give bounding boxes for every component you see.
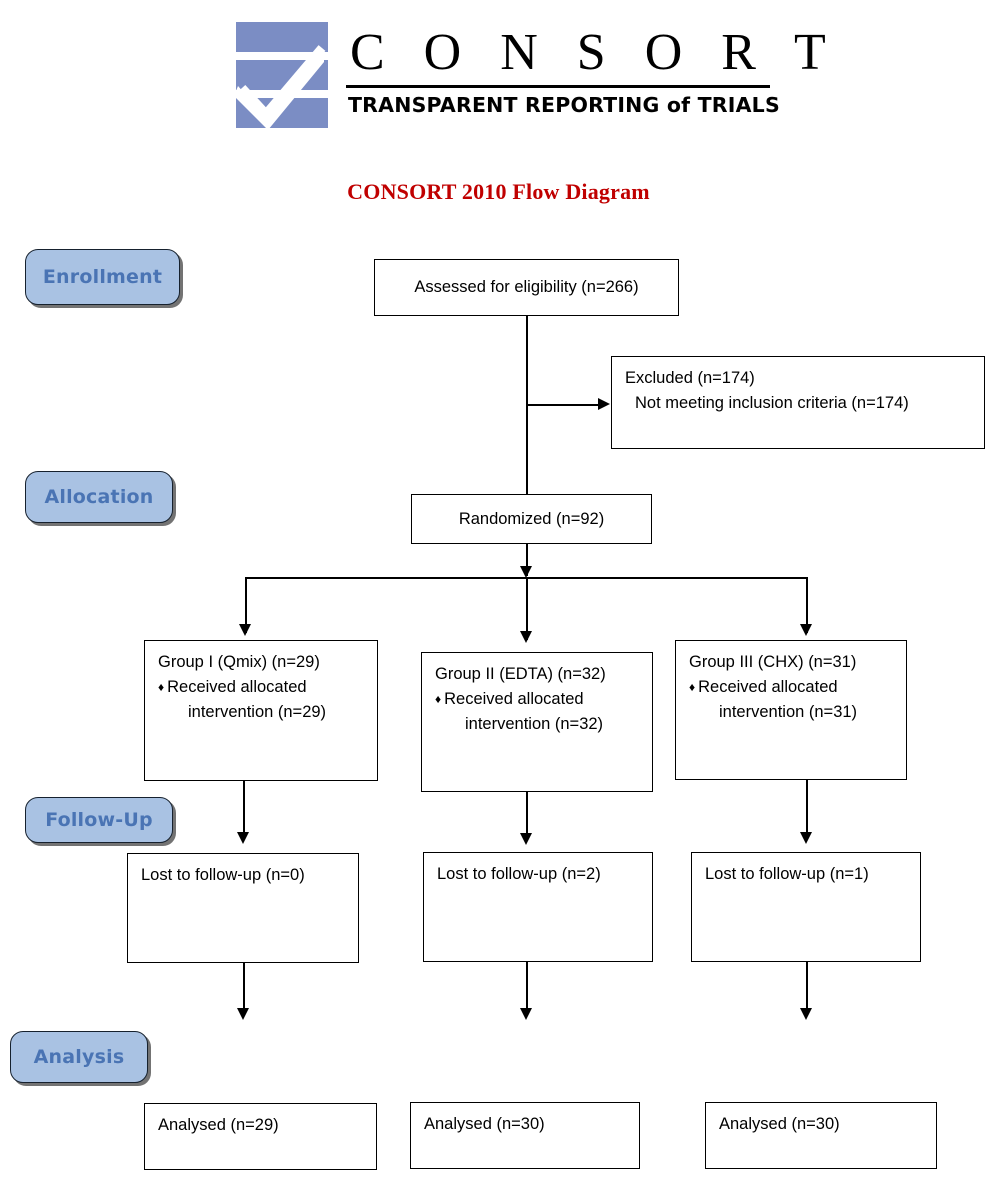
box-group-2-heading: Group II (EDTA) (n=32) (435, 665, 606, 683)
box-excluded: Excluded (n=174) Not meeting inclusion c… (611, 356, 985, 449)
box-analysed-2: Analysed (n=30) (410, 1102, 640, 1169)
box-group-1-bullet-text: Received allocated (167, 678, 307, 696)
connector-to-excluded (526, 404, 600, 406)
diamond-bullet-icon: ♦ (689, 680, 696, 694)
consort-logo: C O N S O R T TRANSPARENT REPORTING of T… (234, 22, 839, 134)
diamond-bullet-icon: ♦ (435, 692, 442, 706)
arrow-to-excluded-icon (598, 398, 610, 410)
connector-group-1-to-followup (243, 781, 245, 838)
box-group-3-heading: Group III (CHX) (n=31) (689, 653, 857, 671)
tagline-part-1: TRANSPARENT REPORTING (348, 93, 667, 117)
box-lost-followup-2-text: Lost to follow-up (n=2) (437, 865, 601, 883)
stage-label-allocation-text: Allocation (44, 486, 154, 508)
box-group-1: Group I (Qmix) (n=29) ♦Received allocate… (144, 640, 378, 781)
connector-to-group-1 (245, 577, 247, 633)
stage-label-followup-text: Follow-Up (45, 809, 153, 831)
box-group-2: Group II (EDTA) (n=32) ♦Received allocat… (421, 652, 653, 792)
connector-followup-1-to-analysis (243, 963, 245, 1013)
stage-label-enrollment-text: Enrollment (42, 266, 163, 288)
arrow-group-2-to-followup-icon (520, 833, 532, 845)
box-excluded-reason: Not meeting inclusion criteria (n=174) (635, 394, 909, 412)
box-analysed-3-text: Analysed (n=30) (719, 1115, 840, 1133)
connector-randomized-down (526, 544, 528, 576)
connector-followup-3-to-analysis (806, 962, 808, 1013)
box-analysed-1-text: Analysed (n=29) (158, 1116, 279, 1134)
box-lost-followup-3: Lost to follow-up (n=1) (691, 852, 921, 962)
connector-group-2-to-followup (526, 792, 528, 840)
box-lost-followup-3-text: Lost to follow-up (n=1) (705, 865, 869, 883)
consort-wordmark: C O N S O R T TRANSPARENT REPORTING of T… (346, 22, 839, 130)
arrow-to-group-2-icon (520, 631, 532, 643)
stage-label-enrollment: Enrollment (25, 249, 180, 305)
box-excluded-title: Excluded (n=174) (625, 369, 755, 387)
box-randomized: Randomized (n=92) (411, 494, 652, 544)
box-group-2-bullet-text: Received allocated (444, 690, 584, 708)
box-assessed-text: Assessed for eligibility (n=266) (414, 278, 639, 296)
box-randomized-text: Randomized (n=92) (458, 509, 605, 528)
connector-group-3-to-followup (806, 780, 808, 838)
consort-logo-mark-icon (234, 22, 328, 130)
stage-label-allocation: Allocation (25, 471, 173, 523)
arrow-to-group-1-icon (239, 624, 251, 636)
box-analysed-2-text: Analysed (n=30) (424, 1115, 545, 1133)
stage-label-analysis-text: Analysis (33, 1046, 125, 1068)
box-group-3-bullet-text: Received allocated (698, 678, 838, 696)
arrow-followup-2-to-analysis-icon (520, 1008, 532, 1020)
box-lost-followup-1-text: Lost to follow-up (n=0) (141, 866, 305, 884)
page-title: CONSORT 2010 Flow Diagram (347, 179, 650, 204)
stage-label-analysis: Analysis (10, 1031, 148, 1083)
arrow-group-3-to-followup-icon (800, 832, 812, 844)
box-lost-followup-2: Lost to follow-up (n=2) (423, 852, 653, 962)
box-group-1-bullet: ♦Received allocated (158, 675, 367, 700)
box-group-3: Group III (CHX) (n=31) ♦Received allocat… (675, 640, 907, 780)
tagline-of: of (666, 93, 691, 117)
arrow-to-group-3-icon (800, 624, 812, 636)
box-analysed-3: Analysed (n=30) (705, 1102, 937, 1169)
arrow-group-1-to-followup-icon (237, 832, 249, 844)
box-group-3-bullet-cont: intervention (n=31) (719, 703, 858, 721)
consort-wordmark-rule (346, 85, 770, 88)
box-group-2-bullet: ♦Received allocated (435, 687, 642, 712)
box-group-2-bullet-cont: intervention (n=32) (465, 715, 604, 733)
box-group-3-bullet: ♦Received allocated (689, 675, 896, 700)
tagline-part-2: TRIALS (690, 93, 780, 117)
connector-to-group-3 (806, 577, 808, 633)
diamond-bullet-icon: ♦ (158, 680, 165, 694)
box-assessed-for-eligibility: Assessed for eligibility (n=266) (374, 259, 679, 316)
connector-to-group-2 (526, 577, 528, 640)
consort-wordmark-text: C O N S O R T (350, 24, 839, 81)
arrow-followup-3-to-analysis-icon (800, 1008, 812, 1020)
connector-followup-2-to-analysis (526, 962, 528, 1013)
consort-tagline: TRANSPARENT REPORTING of TRIALS (346, 88, 780, 122)
box-lost-followup-1: Lost to follow-up (n=0) (127, 853, 359, 963)
arrow-randomized-down-icon (520, 566, 532, 578)
box-analysed-1: Analysed (n=29) (144, 1103, 377, 1170)
box-group-1-bullet-cont: intervention (n=29) (188, 703, 327, 721)
box-group-1-heading: Group I (Qmix) (n=29) (158, 653, 320, 671)
stage-label-followup: Follow-Up (25, 797, 173, 843)
arrow-followup-1-to-analysis-icon (237, 1008, 249, 1020)
